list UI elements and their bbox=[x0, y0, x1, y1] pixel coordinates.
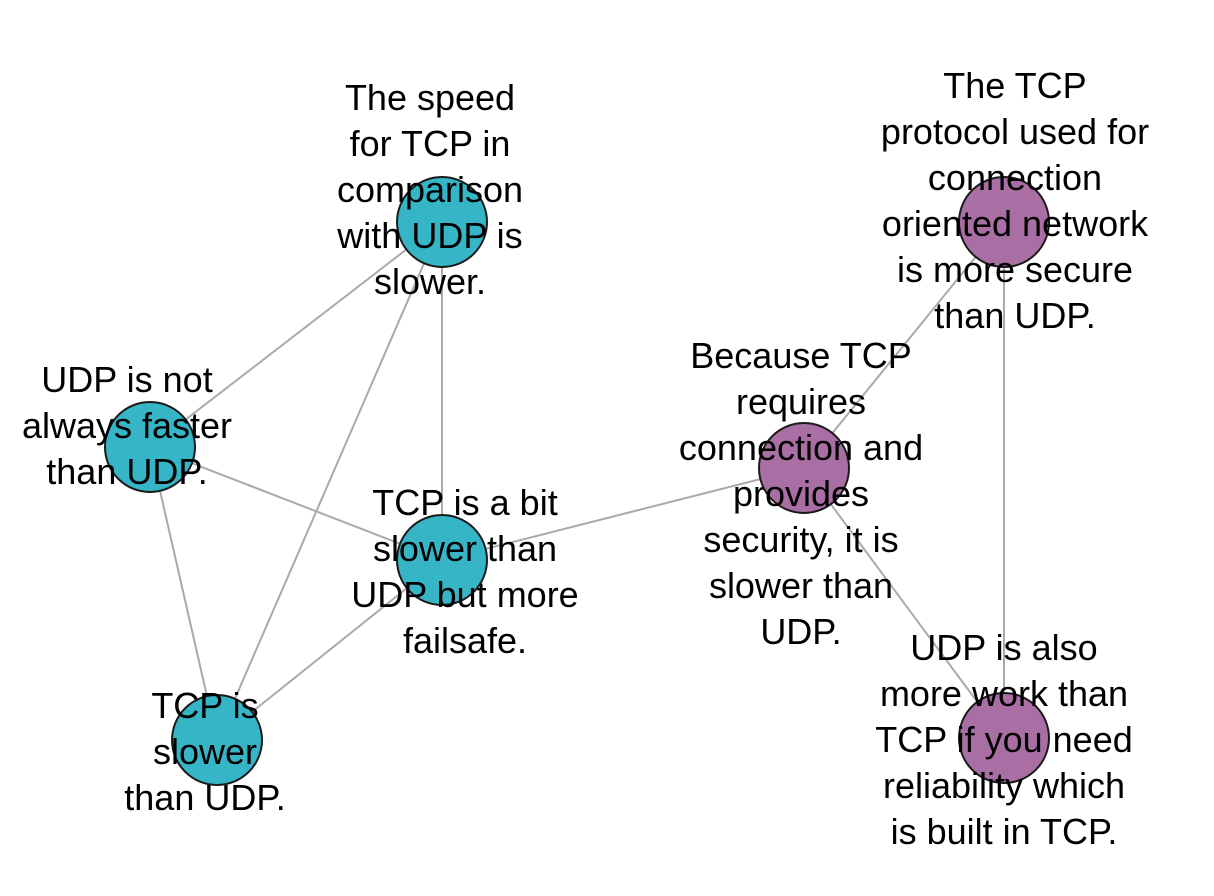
node-label-line: than UDP. bbox=[46, 451, 207, 492]
node-speed bbox=[396, 176, 488, 268]
node-label-line: The speed bbox=[345, 77, 515, 118]
node-label-line: reliability which bbox=[883, 765, 1125, 806]
node-label-line: always faster bbox=[22, 405, 232, 446]
node-label-line: than UDP. bbox=[934, 295, 1095, 336]
edge-notfaster-slower bbox=[149, 446, 218, 741]
node-label-line: protocol used for bbox=[881, 111, 1149, 152]
node-label-slower: TCP is slower than UDP. bbox=[124, 685, 285, 818]
node-label-line: requires bbox=[736, 381, 866, 422]
edge-speed-notfaster bbox=[149, 221, 443, 448]
node-label-line: UDP is also bbox=[910, 627, 1097, 668]
node-label-line: provides bbox=[733, 473, 869, 514]
node-slower bbox=[171, 694, 263, 786]
node-label-line: slower than bbox=[373, 528, 557, 569]
node-label-secure: The TCP protocol used for connection orient… bbox=[881, 65, 1149, 336]
node-label-line: TCP if you need bbox=[875, 719, 1132, 760]
node-label-line: connection and bbox=[679, 427, 923, 468]
edge-because-morework bbox=[803, 467, 1005, 739]
node-morework bbox=[958, 692, 1050, 784]
node-label-line: TCP is bbox=[151, 685, 258, 726]
edge-bitslower-because bbox=[441, 467, 805, 561]
node-because bbox=[758, 422, 850, 514]
node-notfaster bbox=[104, 401, 196, 493]
node-label-line: than UDP. bbox=[124, 777, 285, 818]
node-label-line: connection bbox=[928, 157, 1102, 198]
node-label-line: failsafe. bbox=[403, 620, 527, 661]
edge-bitslower-slower bbox=[216, 559, 443, 741]
node-label-line: oriented network bbox=[882, 203, 1149, 244]
node-label-line: security, it is bbox=[703, 519, 898, 560]
node-label-line: is more secure bbox=[897, 249, 1133, 290]
node-label-line: comparison bbox=[337, 169, 523, 210]
node-label-line: slower. bbox=[374, 261, 486, 302]
node-label-speed: The speed for TCP in comparison with UDP is… bbox=[336, 77, 523, 302]
node-label-line: UDP is not bbox=[41, 359, 212, 400]
nodes-layer bbox=[104, 176, 1050, 786]
node-label-line: for TCP in bbox=[350, 123, 511, 164]
node-label-notfaster: UDP is not always faster than UDP. bbox=[22, 359, 232, 492]
edge-speed-slower bbox=[216, 221, 443, 741]
node-label-line: slower bbox=[153, 731, 257, 772]
node-label-line: UDP. bbox=[760, 611, 841, 652]
node-label-line: TCP is a bit bbox=[372, 482, 557, 523]
node-label-line: with UDP is bbox=[336, 215, 522, 256]
node-bitslower bbox=[396, 514, 488, 606]
node-label-because: Because TCP requires connection and provide… bbox=[679, 335, 923, 652]
edge-notfaster-bitslower bbox=[149, 446, 443, 561]
node-label-line: The TCP bbox=[943, 65, 1086, 106]
labels-layer: The speed for TCP in comparison with UDP is… bbox=[22, 65, 1149, 852]
node-label-line: more work than bbox=[880, 673, 1128, 714]
node-label-line: Because TCP bbox=[690, 335, 911, 376]
node-secure bbox=[958, 176, 1050, 268]
edge-because-secure bbox=[803, 221, 1005, 469]
node-label-line: slower than bbox=[709, 565, 893, 606]
node-label-line: UDP but more bbox=[351, 574, 578, 615]
edges-layer bbox=[149, 221, 1005, 741]
node-label-line: is built in TCP. bbox=[891, 811, 1118, 852]
